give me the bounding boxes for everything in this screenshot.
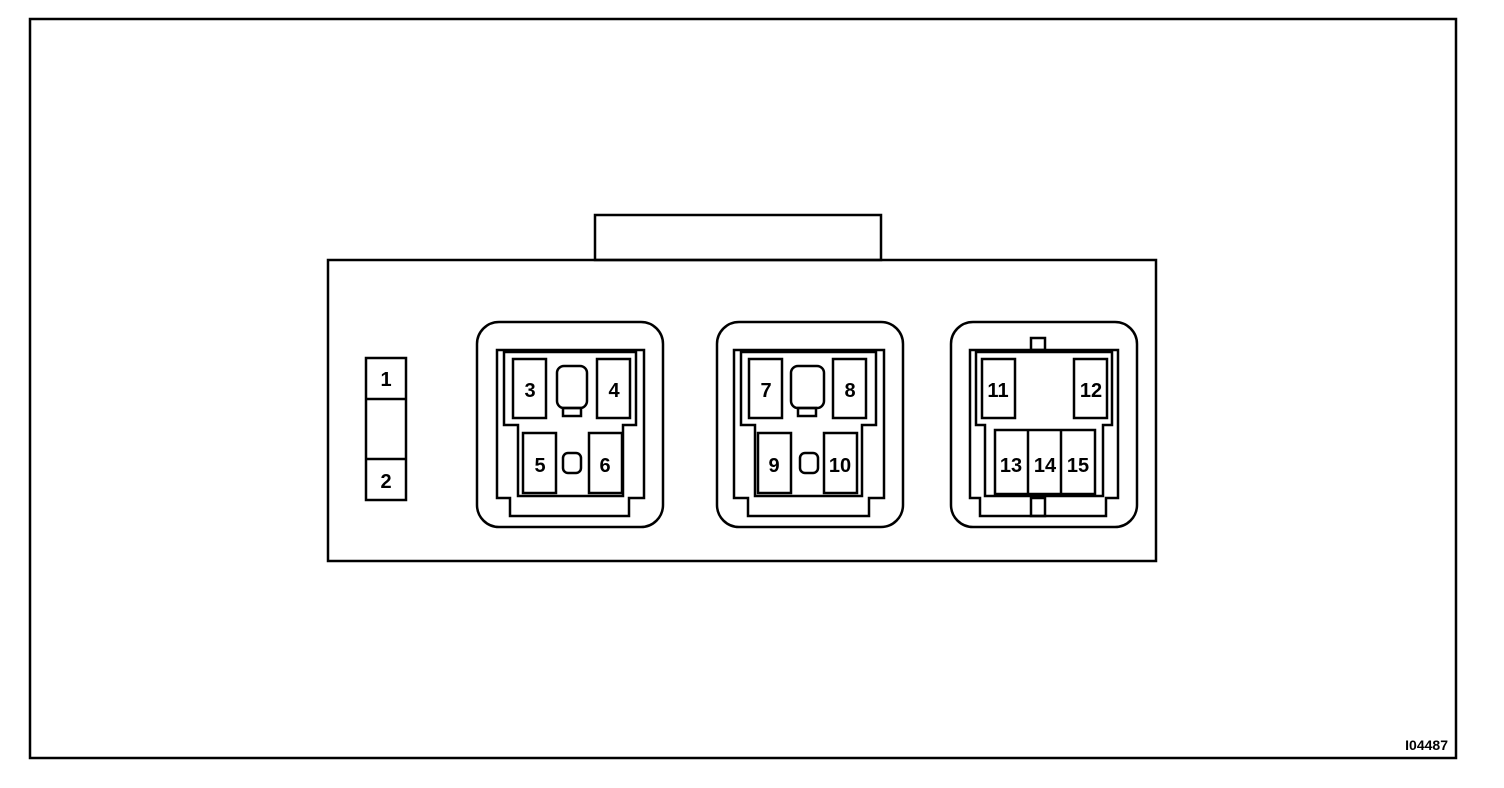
connector-housing — [326, 213, 1158, 563]
pin-9-label: 9 — [768, 455, 779, 477]
pin-8-label: 8 — [844, 380, 855, 402]
cavity-3 — [949, 320, 1139, 529]
pin-10-label: 10 — [829, 455, 851, 477]
cavity-1 — [475, 320, 665, 529]
figure-code: I04487 — [1405, 737, 1448, 753]
left-terminal-block — [364, 356, 408, 502]
housing-body — [326, 258, 1158, 563]
pin-1-label: 1 — [380, 369, 391, 391]
pin-12-label: 12 — [1080, 380, 1102, 402]
pin-14-label: 14 — [1034, 455, 1057, 477]
figure-frame — [28, 17, 1458, 760]
locking-tab — [593, 213, 883, 262]
cavity-2 — [715, 320, 905, 529]
pin-13-label: 13 — [1000, 455, 1022, 477]
pin-11-label: 11 — [987, 380, 1008, 402]
pin-3-label: 3 — [524, 380, 535, 402]
pin-5-label: 5 — [534, 455, 545, 477]
pin-6-label: 6 — [599, 455, 610, 477]
pin-15-label: 15 — [1067, 455, 1089, 477]
pin-4-label: 4 — [608, 380, 620, 402]
pin-7-label: 7 — [760, 380, 771, 402]
pin-2-label: 2 — [380, 471, 391, 493]
